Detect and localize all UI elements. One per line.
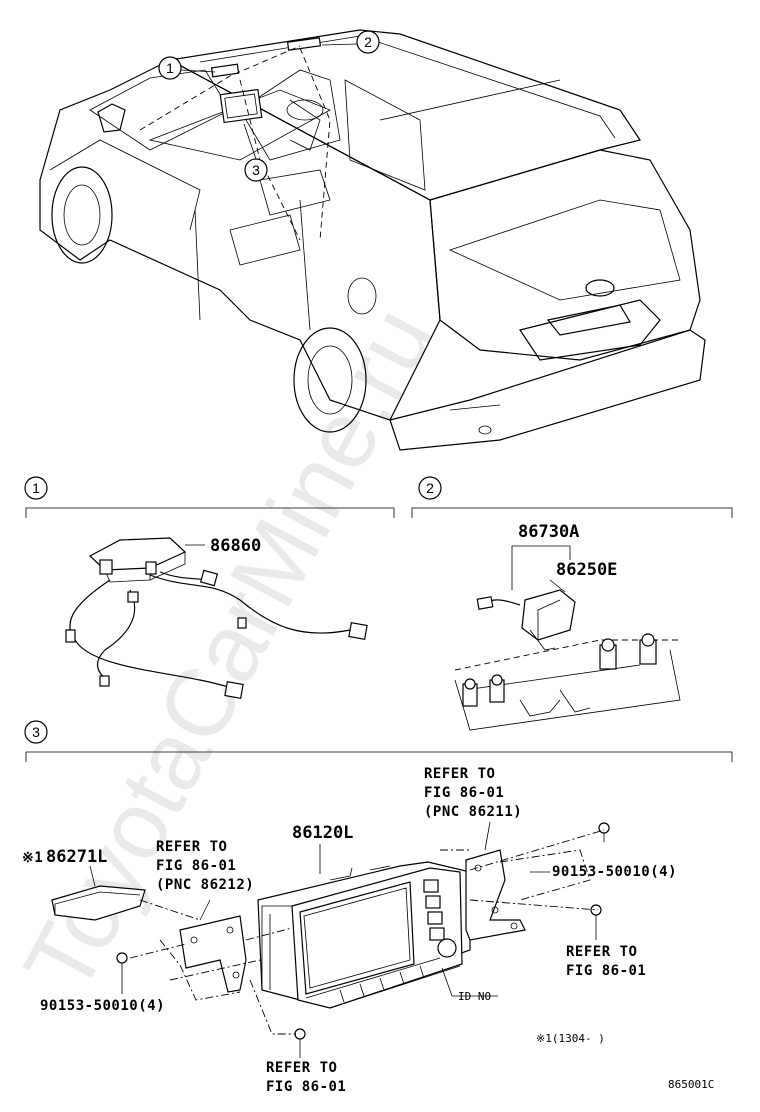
svg-text:3: 3 [252,162,260,178]
note-mark-86271L: ※1 [22,850,43,866]
bracket-right [465,821,526,941]
screw-bottom [294,1028,306,1046]
antenna-amplifier-86860 [65,537,368,699]
section-3-header: 3 [24,720,733,762]
ref-bottom-line2: FIG 86-01 [266,1079,346,1095]
assembly-lines [129,829,605,1035]
ref-bottom-line1: REFER TO [266,1060,337,1076]
bracket-left [179,899,247,993]
screw-right-lower [590,904,602,924]
ref-top-right-line3: (PNC 86211) [424,804,522,820]
ref-left-line2: FIG 86-01 [156,858,236,874]
screw-right-top [598,822,610,842]
part-number-86860: 86860 [210,536,261,556]
figure-code: 865001C [668,1078,714,1091]
svg-text:2: 2 [364,34,372,50]
part-number-86730A: 86730A [518,522,579,542]
svg-text:2: 2 [426,480,434,496]
ref-top-right-line2: FIG 86-01 [424,785,504,801]
svg-text:3: 3 [32,724,40,740]
callout-2: 2 [321,30,380,54]
callout-1: 1 [158,56,216,80]
ref-right-line1: REFER TO [566,944,637,960]
ref-top-right-line1: REFER TO [424,766,495,782]
section-2-header: 2 [411,476,733,518]
svg-text:ID NO: ID NO [458,990,491,1003]
footnote: ※1(1304- ) [536,1032,605,1045]
screw-left [116,952,128,970]
vehicle-drawing [39,29,706,451]
part-number-86250E: 86250E [556,560,617,580]
part-number-86120L: 86120L [292,823,353,843]
ref-left-line3: (PNC 86212) [156,877,254,893]
svg-text:1: 1 [166,60,174,76]
module-86250E [454,545,681,731]
svg-text:1: 1 [32,480,40,496]
part-number-86271L: 86271L [46,847,107,867]
ref-right-line2: FIG 86-01 [566,963,646,979]
bolt-label-right: 90153-50010(4) [552,864,677,880]
module-86271L [51,865,146,921]
callout-3: 3 [243,123,268,182]
display-unit-86120L [257,861,471,1009]
section-1-header: 1 [24,476,395,518]
bolt-label-left: 90153-50010(4) [40,998,165,1014]
id-no-label: ID NO [441,967,498,1003]
ref-left-line1: REFER TO [156,839,227,855]
